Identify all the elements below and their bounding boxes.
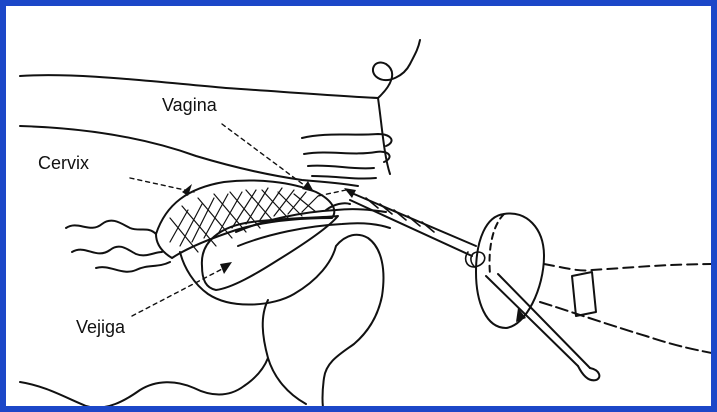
label-vejiga: Vejiga [76, 318, 125, 336]
rectal-fold-2 [304, 152, 390, 162]
arrowhead-cervix [182, 184, 192, 196]
pointer-vejiga [132, 268, 224, 316]
ligament-wave-1 [66, 221, 156, 234]
syringe-body [572, 272, 596, 316]
speculum-handle-end [578, 366, 599, 380]
rectal-fold-1 [302, 134, 392, 146]
ligament-wave-2 [72, 247, 162, 256]
pointer-vagina [222, 124, 308, 188]
arrowhead-vejiga [220, 262, 232, 274]
syringe-lower [540, 302, 717, 354]
rectum-outline [20, 40, 420, 98]
rectal-fold-3 [308, 166, 374, 169]
label-vagina: Vagina [162, 96, 217, 114]
lower-body-outline [20, 358, 306, 408]
speculum-shaft [350, 194, 476, 256]
syringe-upper [544, 264, 717, 271]
anatomy-diagram [6, 6, 717, 412]
pointer-cervix [130, 178, 194, 192]
label-cervix: Cervix [38, 154, 89, 172]
pointer-instrument [318, 190, 346, 196]
thigh-outline [263, 300, 268, 358]
speculum-ring-dash [490, 214, 504, 274]
rectal-fold-4 [312, 176, 376, 179]
vagina-lower-wall [238, 223, 390, 246]
arrowhead-speculum [344, 188, 356, 198]
arrowhead-vagina [302, 181, 314, 192]
ligament-wave-3 [96, 262, 170, 272]
